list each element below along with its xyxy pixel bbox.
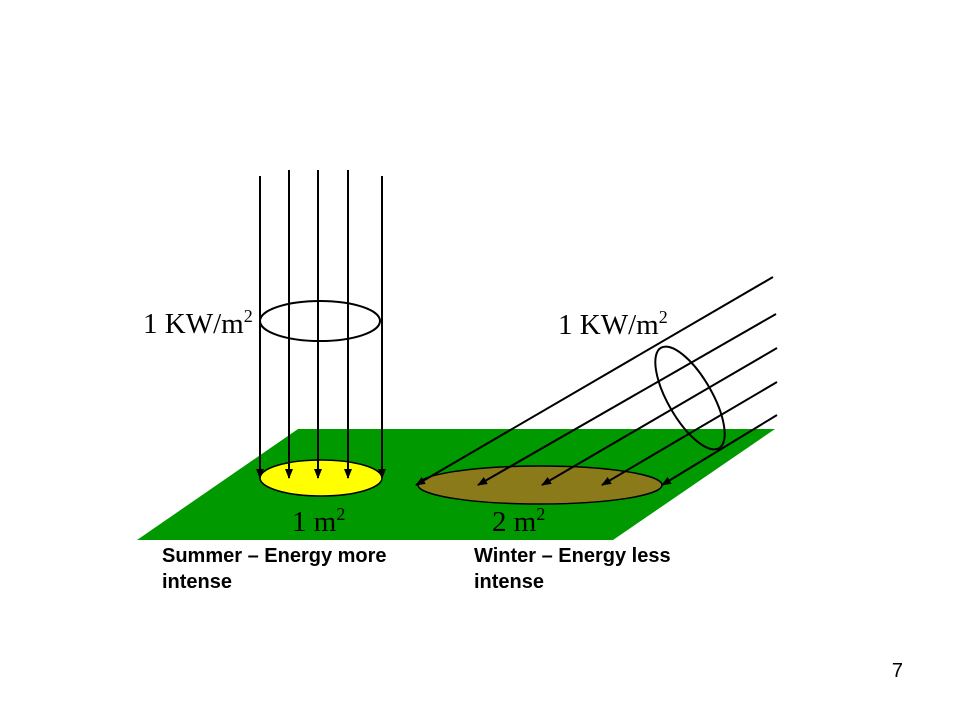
winter-intensity-label: 1 KW/m2 <box>558 307 668 341</box>
summer-intensity-label: 1 KW/m2 <box>143 306 253 340</box>
winter-ray <box>541 347 778 486</box>
summer-intensity-value: 1 KW/m <box>143 308 244 340</box>
summer-beam-cross-section <box>259 300 381 342</box>
winter-beam-cross-section <box>654 345 726 451</box>
winter-intensity-value: 1 KW/m <box>558 309 659 341</box>
winter-caption: Winter – Energy less intense <box>474 545 671 593</box>
winter-area-value: 2 m <box>492 506 537 538</box>
summer-caption: Summer – Energy more intense <box>162 545 387 593</box>
summer-illuminated-area <box>259 459 383 497</box>
summer-area-value: 1 m <box>292 506 337 538</box>
summer-rays <box>256 170 386 479</box>
page-number: 7 <box>891 660 903 682</box>
winter-ray <box>415 276 774 486</box>
winter-ray <box>477 313 777 486</box>
summer-intensity-exponent: 2 <box>244 306 253 326</box>
winter-area-label: 2 m2 <box>492 504 545 538</box>
summer-area-exponent: 2 <box>336 504 345 524</box>
winter-area-exponent: 2 <box>536 504 545 524</box>
winter-intensity-exponent: 2 <box>659 307 668 327</box>
summer-area-label: 1 m2 <box>292 504 345 538</box>
winter-ray <box>661 414 778 486</box>
